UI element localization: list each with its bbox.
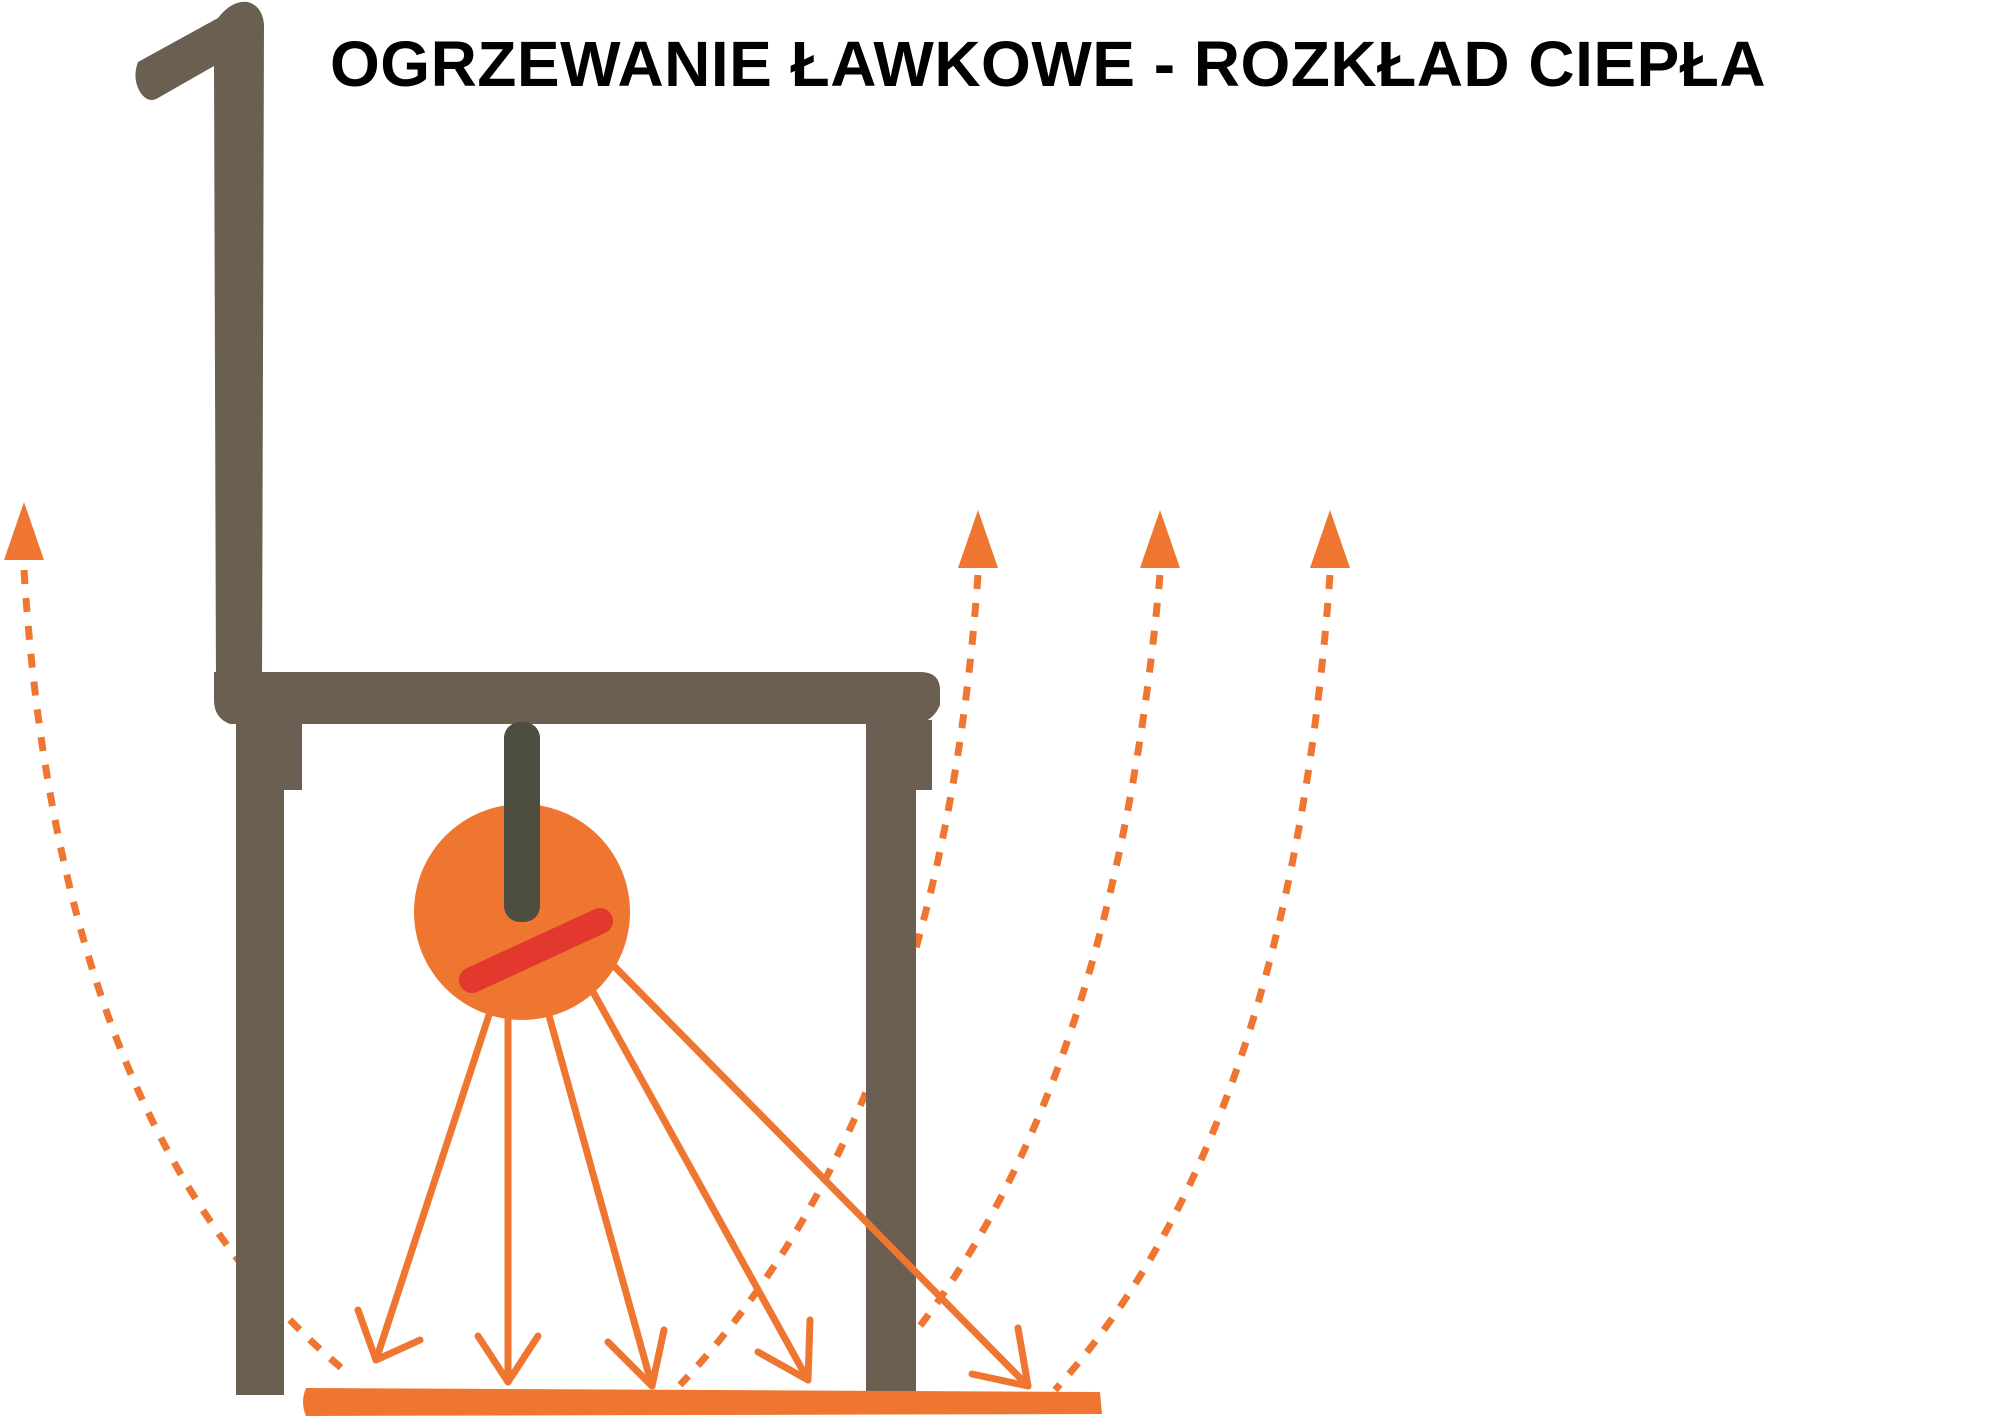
convection-arrow-2 (867, 510, 1180, 1388)
arrowhead-icon (968, 1324, 1032, 1390)
convection-arrow-3 (1052, 510, 1350, 1393)
bench-backrest (135, 1, 264, 691)
ray-5 (610, 962, 1032, 1390)
arrowhead-icon (474, 1332, 542, 1386)
bench-leg-right (866, 720, 932, 1395)
convection-arrow-1 (677, 510, 998, 1388)
ray-3 (544, 1008, 668, 1390)
arrowhead-icon (1310, 510, 1350, 568)
arrowhead-icon (754, 1316, 814, 1384)
heater-mount (504, 722, 540, 922)
diagram-title: OGRZEWANIE ŁAWKOWE - ROZKŁAD CIEPŁA (330, 28, 1767, 100)
bench-leg-left (236, 720, 302, 1395)
arrowhead-icon (604, 1326, 668, 1390)
ray-4 (588, 986, 814, 1384)
ray-1 (354, 1008, 494, 1364)
heating-element (459, 908, 613, 993)
arrowhead-icon (958, 510, 998, 568)
arrowhead-icon (4, 502, 44, 560)
convection-arrows (4, 502, 1350, 1393)
heater (414, 722, 630, 1020)
bench (135, 1, 940, 1395)
radiant-rays (354, 962, 1032, 1390)
arrowhead-icon (354, 1306, 424, 1364)
convection-arrow-left (4, 502, 353, 1378)
bench-seat (214, 672, 940, 724)
heated-floor (303, 1388, 1102, 1416)
arrowhead-icon (1140, 510, 1180, 568)
ray-2 (474, 1010, 542, 1386)
